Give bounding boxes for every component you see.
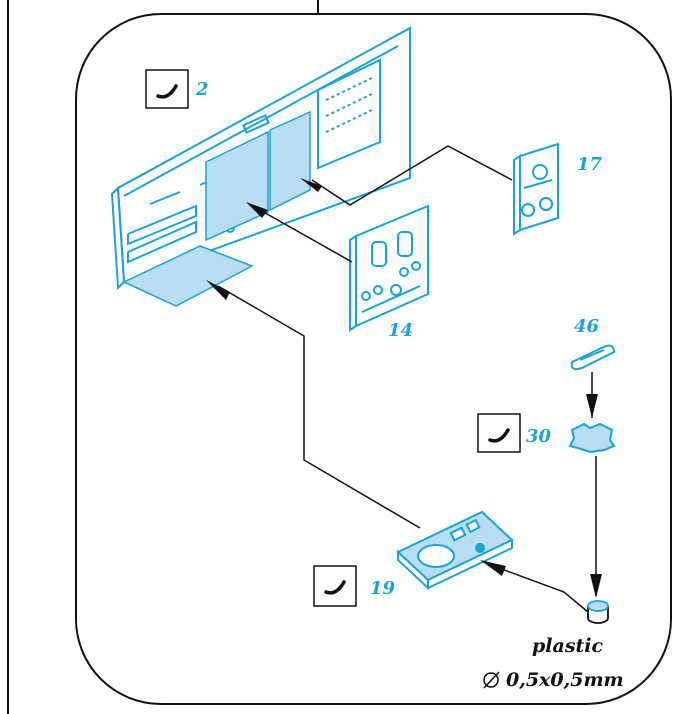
material-size: 0,5x0,5mm [506, 669, 624, 691]
leader-14 [259, 209, 353, 263]
leader-plastic [487, 563, 589, 613]
callout-14: 14 [388, 320, 413, 341]
callout-2: 2 [195, 79, 209, 100]
leader-17 [311, 145, 513, 206]
part-30-blob [568, 422, 616, 454]
callout-30: 30 [526, 426, 552, 447]
panel-2-screen-right [269, 110, 311, 212]
arrow-head-icon [246, 202, 268, 218]
diameter-symbol-icon [483, 671, 500, 689]
arrow-head-icon [300, 178, 322, 192]
glue-box-30 [477, 413, 521, 453]
glue-box-2 [145, 69, 189, 109]
arrow-head-icon [480, 560, 506, 576]
leader-19 [217, 285, 421, 529]
material-name: plastic [532, 635, 604, 657]
glue-tick-icon [156, 84, 178, 99]
part-19-base-plate [396, 510, 514, 591]
glue-box-19 [313, 565, 357, 607]
arrow-head-icon [586, 394, 598, 418]
arrow-head-icon [206, 280, 230, 300]
panel-2-base-plate-area [122, 245, 254, 307]
arrow-head-icon [590, 574, 602, 598]
panel-2-screen-left [205, 130, 269, 242]
callout-19: 19 [370, 578, 396, 599]
diagram-border [75, 13, 672, 705]
callout-17: 17 [577, 154, 603, 175]
part-46-clip [570, 344, 616, 371]
glue-tick-icon [324, 580, 346, 595]
part-17-board [513, 142, 559, 236]
plastic-cylinder [587, 600, 609, 624]
callout-46: 46 [574, 316, 600, 337]
part-14-board [349, 204, 429, 332]
glue-tick-icon [488, 428, 510, 443]
